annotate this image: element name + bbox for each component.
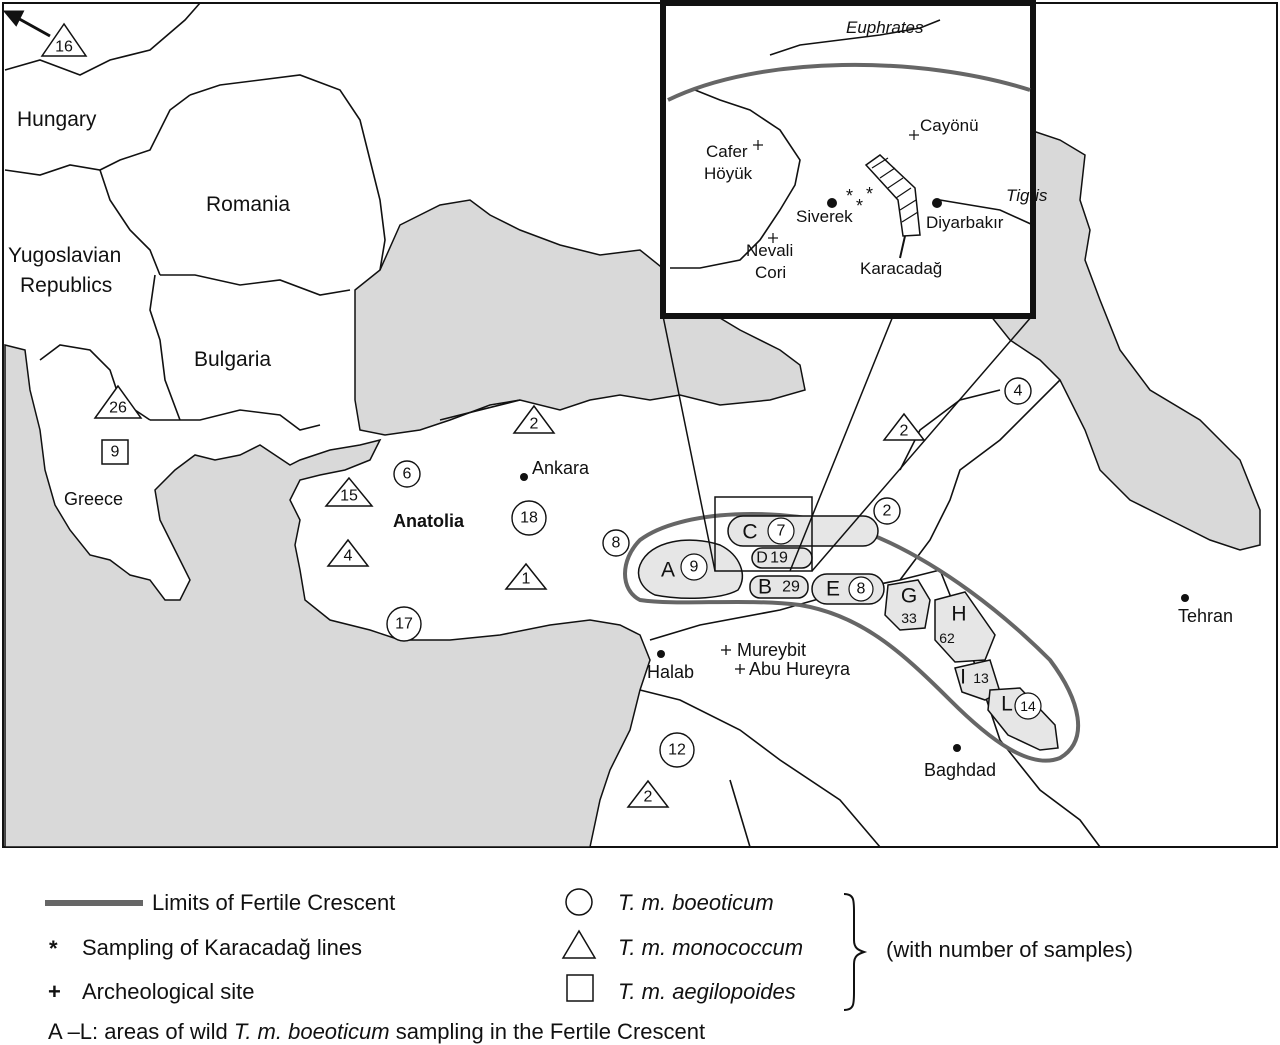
area-labels: A 9 B 29 C 7 D 19 E 8 G 33 H 62 I 13 L 1… [661, 517, 1042, 720]
legend-plus-icon: + [48, 979, 61, 1004]
area-b [749, 575, 809, 599]
inset-label-siverek: Siverek [796, 207, 853, 226]
svg-text:1: 1 [522, 571, 531, 588]
label-hungary: Hungary [17, 108, 97, 131]
square-icon [566, 974, 594, 1002]
svg-text:15: 15 [340, 488, 358, 505]
inset-label-karacadag: Karacadağ [860, 259, 942, 278]
label-baghdad: Baghdad [924, 760, 996, 780]
inset-label-nevali-2: Cori [755, 263, 786, 282]
area-h [934, 591, 996, 663]
legend-star-icon: * [49, 936, 58, 961]
label-anatolia: Anatolia [393, 511, 465, 531]
svg-text:8: 8 [612, 535, 621, 552]
label-ankara: Ankara [532, 458, 590, 478]
svg-text:2: 2 [644, 789, 653, 806]
svg-text:18: 18 [520, 510, 538, 527]
area-letter-l: L [1001, 693, 1013, 716]
legend-marker-icons [561, 888, 597, 1002]
caspian-sea [989, 128, 1261, 551]
area-count-l: 14 [1020, 698, 1036, 714]
label-greece: Greece [64, 489, 123, 509]
svg-text:2: 2 [530, 416, 539, 433]
label-bulgaria: Bulgaria [194, 348, 271, 371]
svg-text:17: 17 [395, 616, 413, 633]
map: A 9 B 29 C 7 D 19 E 8 G 33 H 62 I 13 L 1… [2, 0, 1278, 848]
area-count-a: 9 [690, 559, 699, 576]
label-yugoslavia-1: Yugoslavian [8, 244, 121, 267]
area-letter-h: H [951, 603, 966, 626]
area-count-b: 29 [782, 579, 800, 596]
inset-connectors [662, 315, 1033, 572]
map-labels: Hungary Romania Yugoslavian Republics Bu… [8, 108, 1233, 780]
legend-sampling-text: Sampling of Karacadağ lines [82, 935, 363, 960]
legend-with-number: (with number of samples) [886, 937, 1133, 962]
svg-text:4: 4 [344, 548, 353, 565]
area-count-d: 19 [770, 550, 788, 567]
area-letter-i: I [960, 666, 966, 689]
area-letter-g: G [901, 585, 917, 608]
inset-label-cafer-1: Cafer [706, 142, 748, 161]
svg-text:2: 2 [883, 503, 892, 520]
legend-boeoticum: T. m. boeoticum [618, 890, 774, 915]
site-crosses [721, 645, 745, 674]
monococcum-counts: 26 2 15 4 1 2 2 16 [55, 39, 908, 806]
circle-icon [565, 888, 593, 916]
inset-map: * * * Euphrates Tigris Cayönü Cafer Höyü… [660, 0, 1048, 319]
svg-text:4: 4 [1014, 383, 1023, 400]
boeoticum-markers [386, 377, 1032, 768]
area-g [884, 579, 931, 631]
city-dots [520, 473, 1189, 752]
legend-aegilopoides: T. m. aegilopoides [618, 979, 796, 1004]
svg-text:12: 12 [668, 742, 686, 759]
aegilopoides-count: 9 [111, 444, 120, 461]
label-mureybit: Mureybit [737, 640, 806, 660]
area-letter-a: A [661, 559, 675, 582]
area-count-h: 62 [939, 630, 955, 646]
legend-brace-icon [843, 893, 868, 1011]
area-count-i: 13 [973, 670, 989, 686]
label-tehran: Tehran [1178, 606, 1233, 626]
arrow-marker-count: 16 [55, 39, 73, 56]
area-count-c: 7 [777, 523, 786, 540]
triangle-icon [561, 929, 597, 959]
area-count-g: 33 [901, 610, 917, 626]
area-letter-e: E [826, 578, 840, 601]
legend-crescent-text: Limits of Fertile Crescent [152, 890, 396, 915]
area-letter-c: C [742, 521, 757, 544]
area-letter-d: D [756, 550, 768, 567]
inset-label-tigris: Tigris [1006, 186, 1048, 205]
label-abu-hureyra: Abu Hureyra [749, 659, 851, 679]
seas [4, 128, 1261, 848]
legend: Limits of Fertile Crescent * Sampling of… [0, 850, 1280, 1044]
inset-label-euphrates: Euphrates [846, 18, 924, 37]
inset-label-cayonu: Cayönü [920, 116, 979, 135]
legend-archeo-text: Archeological site [82, 979, 255, 1004]
aegilopoides-marker [101, 439, 129, 465]
inset-label-nevali-1: Nevali [746, 241, 793, 260]
svg-text:*: * [866, 184, 873, 204]
label-halab: Halab [647, 662, 694, 682]
boeoticum-counts: 6 18 17 8 12 2 4 [395, 383, 1022, 759]
inset-label-cafer-2: Höyük [704, 164, 753, 183]
northwest-arrow-icon [2, 10, 51, 38]
svg-text:6: 6 [403, 466, 412, 483]
area-count-e: 8 [857, 581, 866, 598]
svg-text:2: 2 [900, 423, 909, 440]
legend-areas-text: A –L: areas of wild T. m. boeoticum samp… [48, 1019, 706, 1044]
monococcum-markers [40, 22, 926, 808]
label-yugoslavia-2: Republics [20, 274, 112, 297]
area-letter-b: B [758, 576, 772, 599]
svg-text:*: * [856, 196, 863, 216]
inset-label-diyarbakir: Diyarbakır [926, 213, 1004, 232]
legend-monococcum: T. m. monococcum [618, 935, 804, 960]
svg-text:26: 26 [109, 400, 127, 417]
black-sea [354, 199, 806, 436]
legend-crescent-line [45, 900, 143, 906]
label-romania: Romania [206, 193, 290, 216]
svg-text:*: * [846, 186, 853, 206]
mediterranean-sea [4, 344, 651, 848]
